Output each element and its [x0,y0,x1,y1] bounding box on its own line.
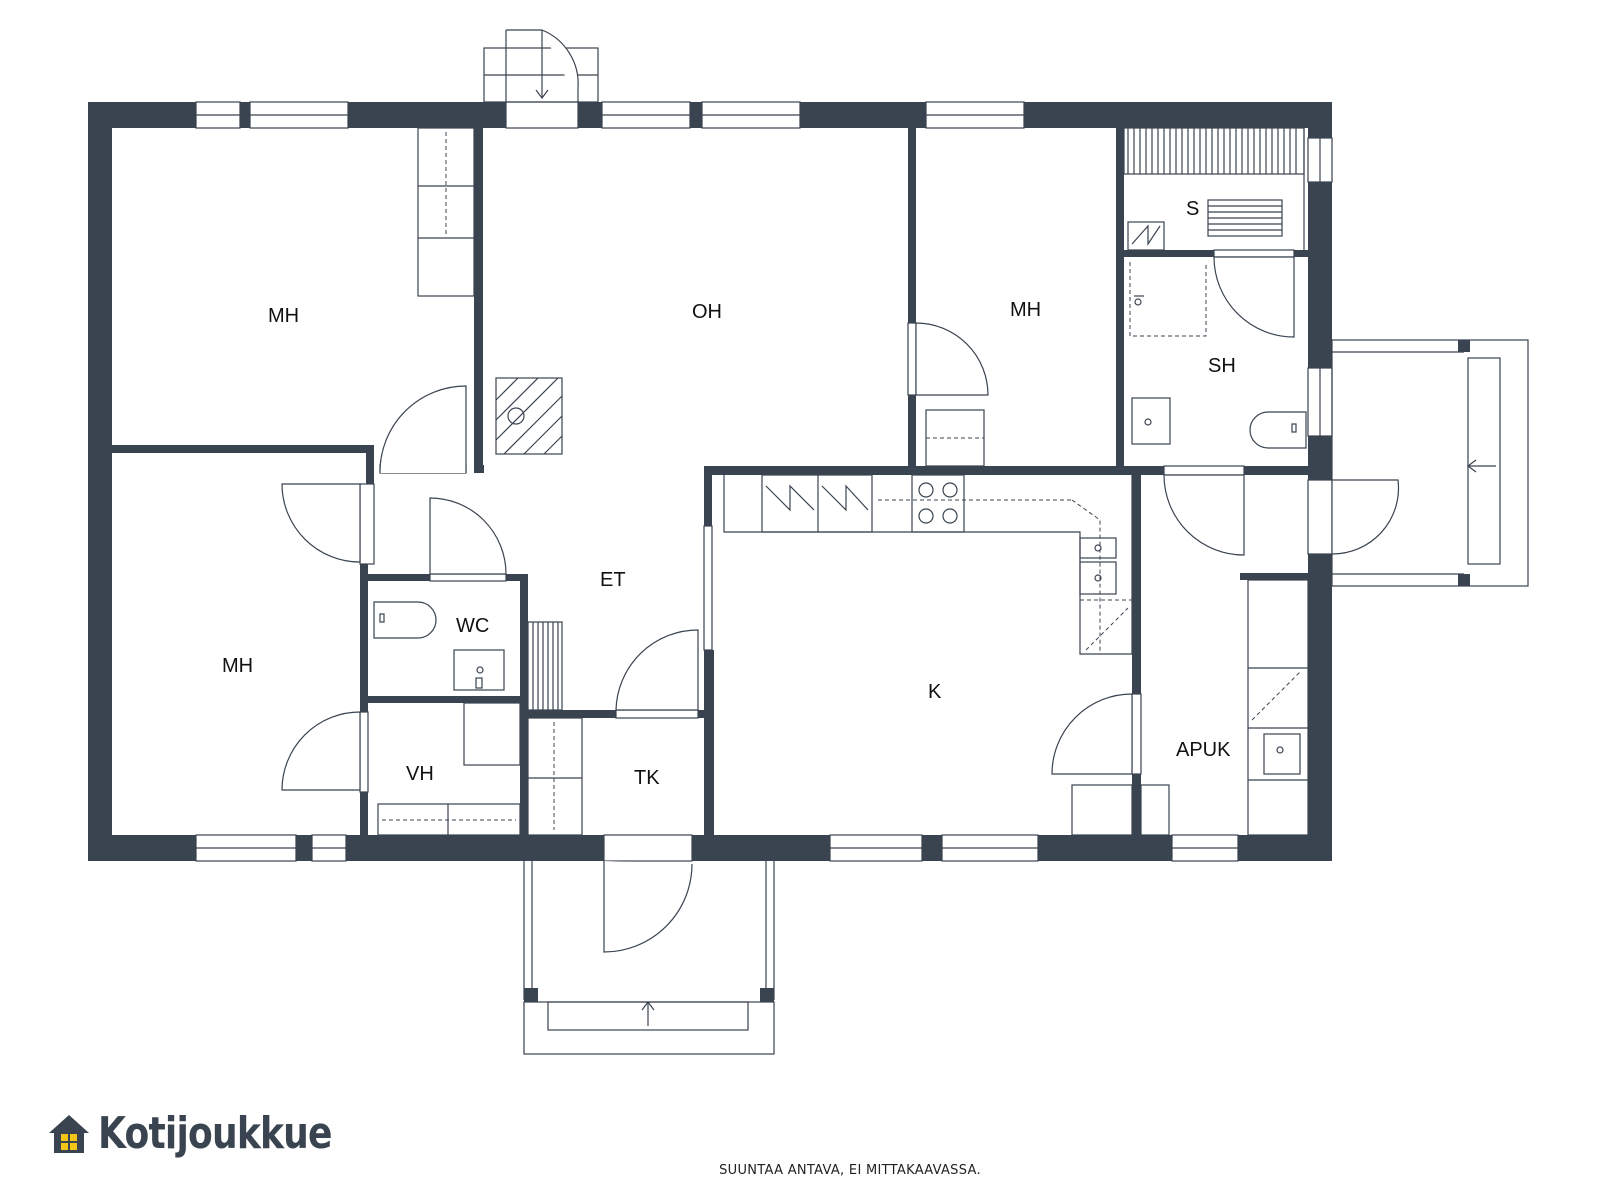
room-label-apuk: APUK [1176,739,1231,761]
right-porch [1307,339,1529,587]
room-label-mh-top-left: MH [268,305,299,327]
windows-top [195,101,1025,129]
room-label-s: S [1186,198,1199,220]
top-entrance [483,29,599,129]
room-label-tk: TK [634,767,660,789]
room-label-et: ET [600,569,626,591]
brand-logo: Kotijoukkue [48,1108,383,1159]
room-label-mh-top-right: MH [1010,299,1041,321]
windows-bottom [195,834,1239,862]
scale-disclaimer: SUUNTAA ANTAVA, EI MITTAKAAVASSA. [719,1163,981,1178]
room-label-wc: WC [456,615,489,637]
room-label-k: K [928,681,942,703]
bottom-porch [523,834,775,1055]
room-labels: MH OH MH S SH MH ET WC VH TK K APUK [222,198,1236,789]
bathroom-fixtures [373,262,1307,691]
fireplace [495,377,563,455]
room-label-vh: VH [406,763,434,785]
brand-name: Kotijoukkue [98,1108,333,1159]
windows-right [1307,137,1333,437]
house-logo-icon [49,1114,89,1153]
room-label-sh: SH [1208,355,1236,377]
doors [281,249,1295,793]
room-label-mh-bottom-left: MH [222,655,253,677]
furniture [377,127,1309,836]
room-label-oh: OH [692,301,722,323]
sauna-details [1123,127,1305,251]
